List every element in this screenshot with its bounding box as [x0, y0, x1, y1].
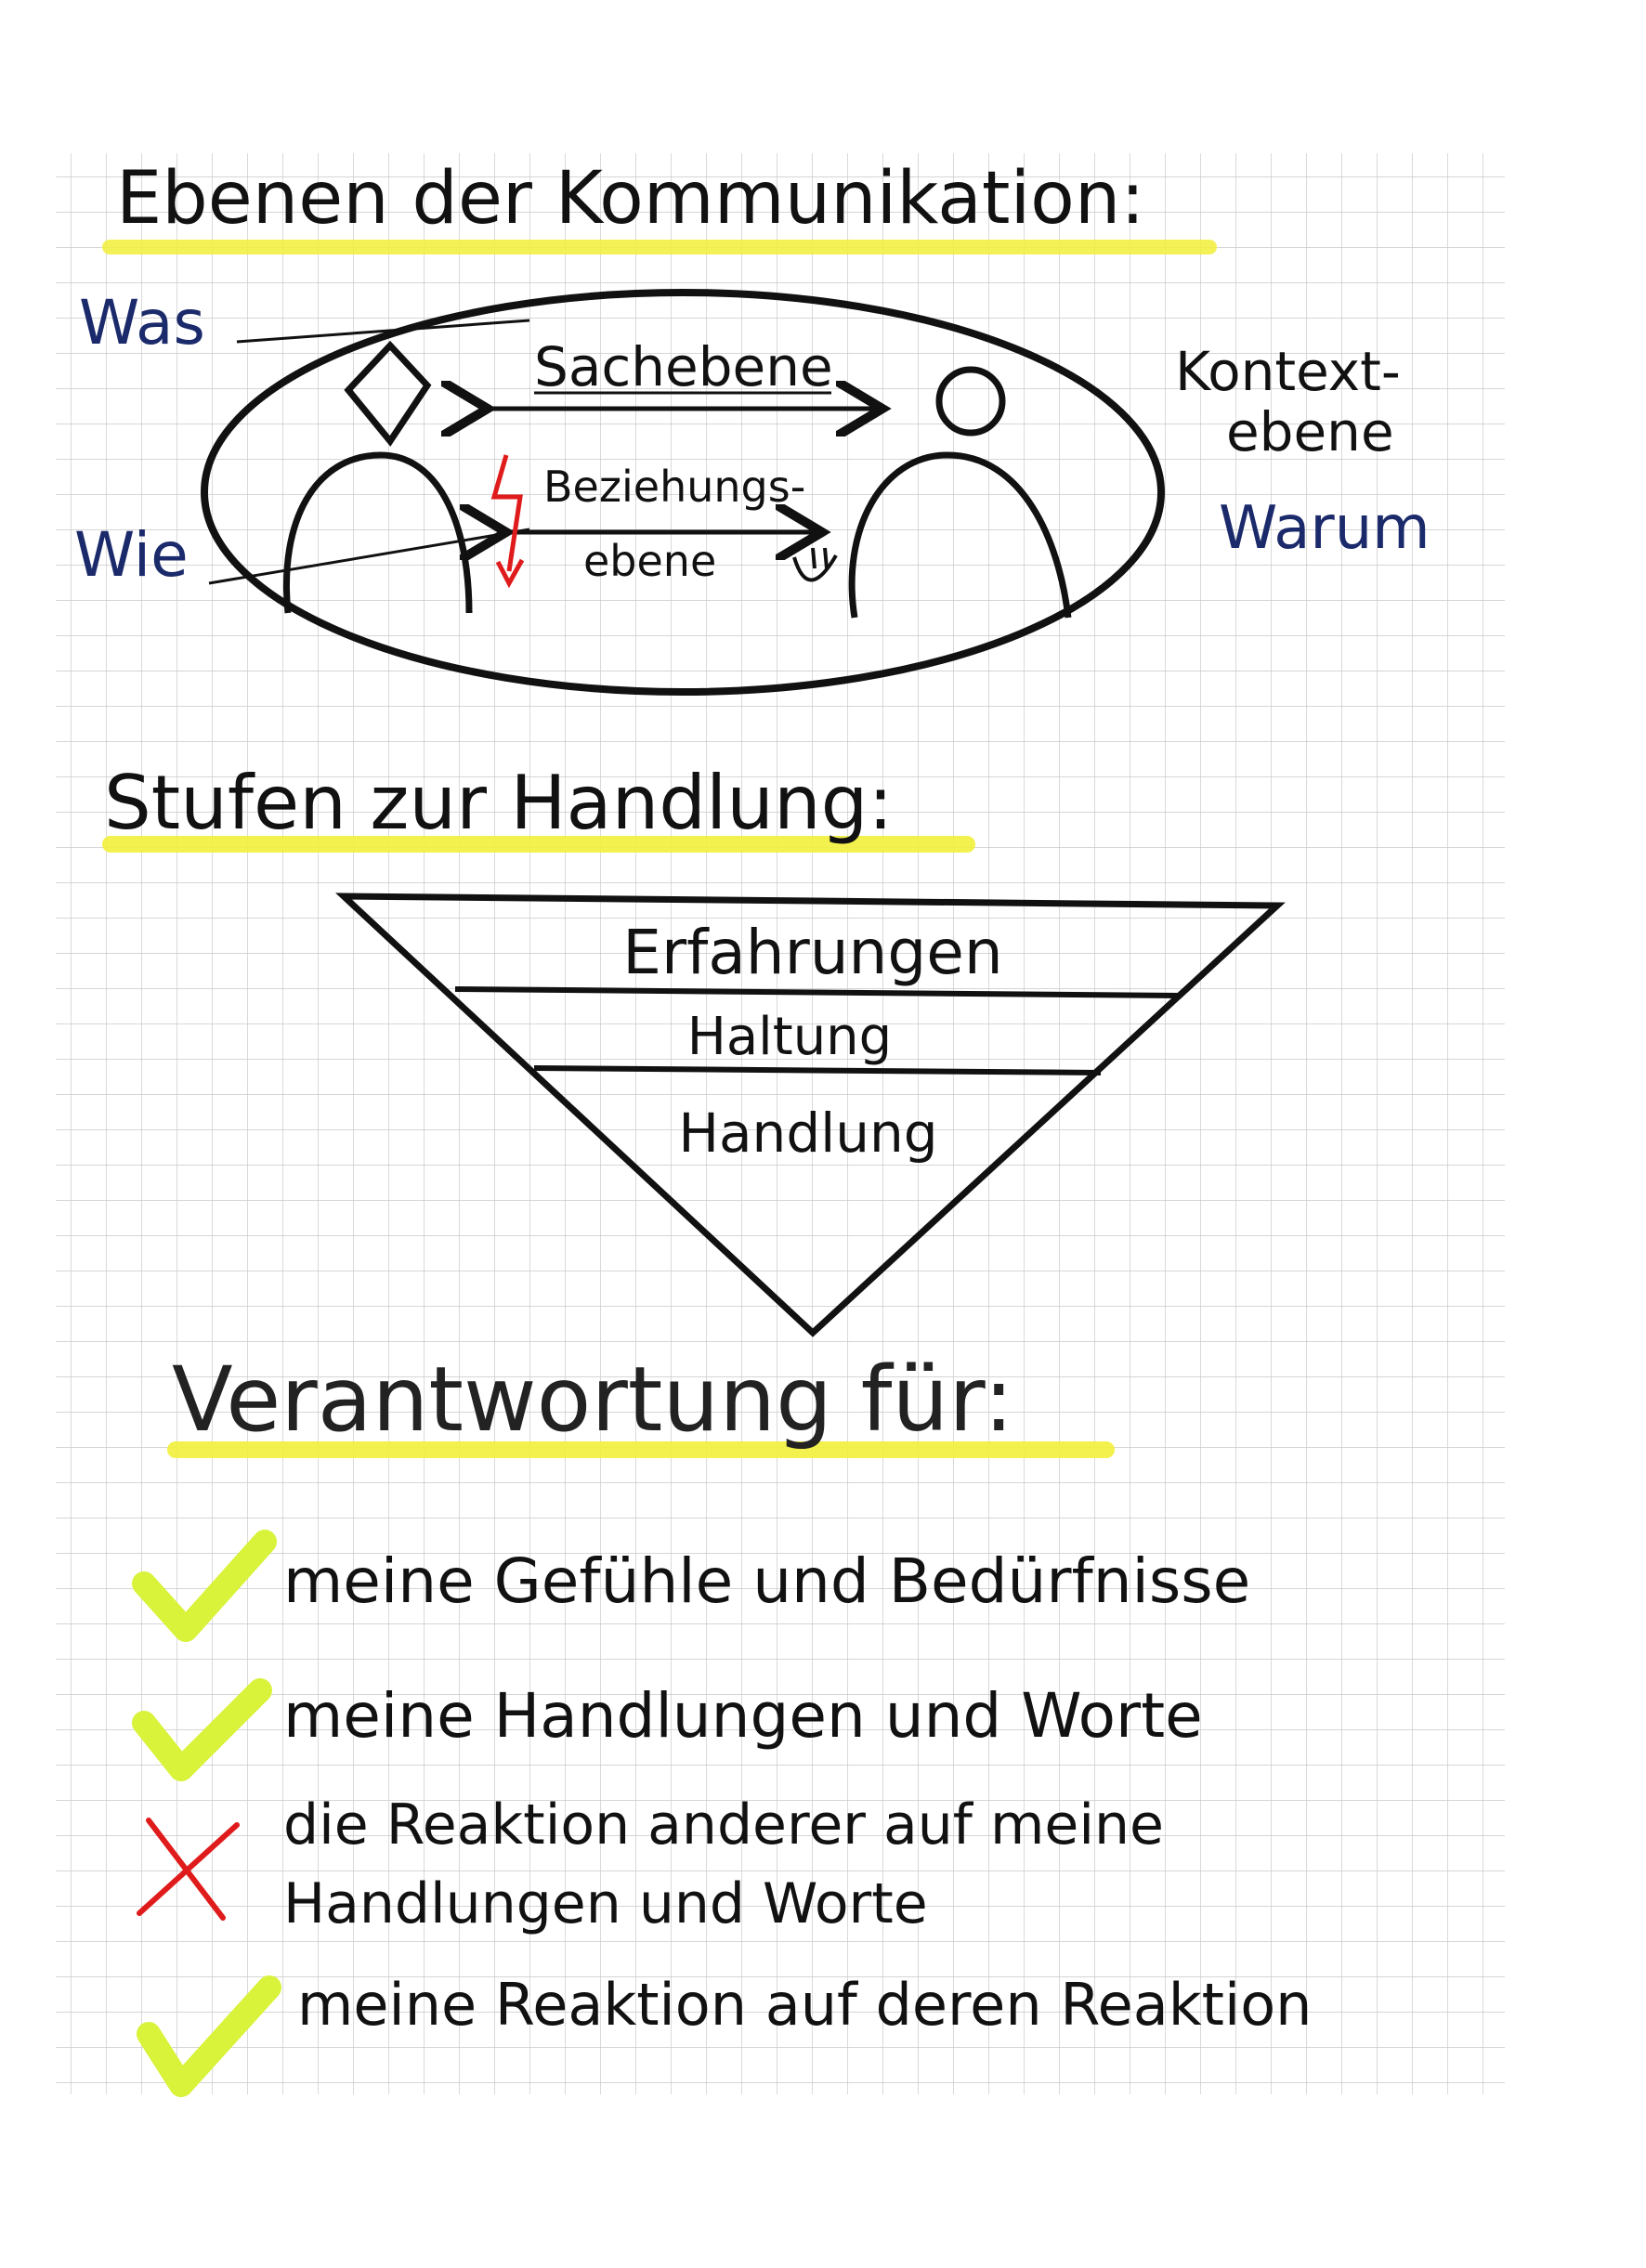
circle-head-icon [935, 366, 1006, 437]
level-attitude: Haltung [687, 1007, 892, 1067]
lightning-icon [490, 454, 523, 572]
check-icon [137, 1975, 281, 2097]
beziehungsebene-label-line1: Beziehungs- [543, 462, 805, 512]
check-icon [132, 1678, 272, 1781]
communication-section: Ebenen der Kommunikation: Was Wie Kontex… [74, 157, 1430, 696]
context-label-line1: Kontext- [1175, 340, 1401, 403]
title-highlight [102, 836, 975, 853]
person-body-right [848, 451, 1072, 619]
responsibility-item-3-line1: die Reaktion anderer auf meine [283, 1792, 1164, 1857]
label-wie: Wie [74, 519, 189, 591]
responsibility-item-1: meine Gefühle und Bedürfnisse [283, 1545, 1250, 1617]
check-icon [132, 1530, 277, 1642]
section-title-communication: Ebenen der Kommunikation: [116, 157, 1145, 241]
lightning-arrowhead [495, 558, 525, 589]
action-levels-section: Stufen zur Handlung: Erfahrungen Haltung… [102, 760, 1286, 1337]
label-was: Was [79, 287, 205, 358]
section-title-action-levels: Stufen zur Handlung: [104, 760, 893, 846]
sachebene-label: Sachebene [534, 335, 833, 398]
level-experiences: Erfahrungen [622, 917, 1002, 988]
context-ellipse [201, 289, 1165, 696]
inverted-pyramid [335, 893, 1286, 1337]
cross-icon [137, 1818, 240, 1921]
diamond-head-icon [344, 340, 432, 447]
title-highlight [102, 240, 1217, 254]
label-warum: Warum [1219, 494, 1430, 563]
pyramid-divider-2 [533, 1065, 1102, 1075]
pyramid-divider-1 [454, 986, 1181, 998]
smiley-icon [792, 547, 838, 582]
responsibility-section: Verantwortung für: meine Gefühle und Bed… [132, 1348, 1312, 2097]
pointer-line-was [236, 319, 530, 344]
beziehungsebene-label-line2: ebene [583, 536, 716, 586]
section-title-responsibility: Verantwortung für: [172, 1348, 1013, 1452]
grid-paper [56, 153, 1505, 2094]
title-highlight [167, 1441, 1115, 1458]
person-right [848, 366, 1072, 619]
level-action: Handlung [678, 1101, 937, 1165]
responsibility-item-2: meine Handlungen und Worte [283, 1680, 1203, 1752]
responsibility-item-4: meine Reaktion auf deren Reaktion [297, 1971, 1312, 2039]
context-label-line2: ebene [1226, 400, 1394, 463]
responsibility-item-3-line2: Handlungen und Worte [283, 1871, 928, 1936]
